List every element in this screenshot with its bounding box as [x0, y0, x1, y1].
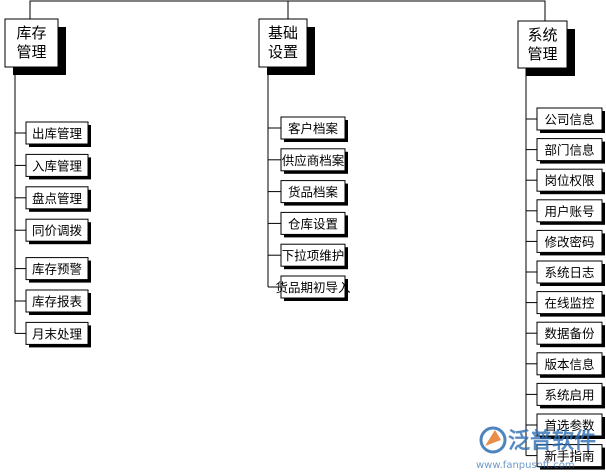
item-frame: [536, 321, 603, 345]
item-box: 仓库设置: [280, 211, 348, 238]
connector-lines: [29, 0, 546, 21]
item-label: 部门信息: [544, 143, 594, 158]
item-label: 系统启用: [544, 387, 594, 402]
item-label: 货品期初导入: [275, 280, 351, 295]
watermark-logo-icon: [479, 426, 507, 454]
item-frame: [536, 291, 603, 315]
item-label: 库存预警: [32, 262, 82, 277]
columns: 库存管理出库管理入库管理盘点管理同价调拨库存预警库存报表月末处理基础设置客户档案…: [4, 18, 605, 470]
item-frame: [536, 352, 603, 376]
item-box: 公司信息: [536, 107, 605, 133]
item-box: 月末处理: [25, 321, 91, 348]
item-frame: [25, 321, 89, 345]
item-box: 库存报表: [25, 289, 91, 315]
item-label: 版本信息: [544, 357, 594, 372]
watermark: 泛普软件 www.fanpusoft.com: [476, 426, 596, 471]
item-frame: [536, 260, 603, 284]
item-box: 客户档案: [280, 116, 348, 142]
item-frame: [280, 211, 346, 235]
item-frame: [280, 243, 346, 267]
item-frame: [536, 382, 603, 406]
item-frame: [536, 229, 603, 253]
item-box: 入库管理: [25, 153, 91, 180]
item-label: 在线监控: [544, 296, 595, 311]
item-box: 岗位权限: [536, 168, 605, 195]
top-connector: [29, 0, 289, 19]
item-label: 出库管理: [32, 126, 83, 141]
item-label: 公司信息: [544, 112, 594, 127]
watermark-brand: 泛普软件: [508, 428, 596, 454]
item-box: 供应商档案: [280, 148, 348, 174]
item-frame: [536, 168, 603, 192]
item-box: 系统日志: [536, 260, 605, 286]
header-box: [258, 18, 308, 68]
item-label: 数据备份: [544, 326, 595, 341]
item-label: 首选参数: [544, 418, 595, 433]
item-box: 同价调拨: [25, 218, 91, 245]
item-box: 出库管理: [25, 121, 91, 147]
header-title-line: 管理: [527, 45, 557, 63]
item-frame: [280, 116, 346, 140]
item-frame: [536, 413, 603, 437]
item-box: 修改密码: [536, 229, 605, 256]
item-frame: [536, 107, 603, 131]
item-frame: [25, 153, 89, 177]
item-box: 用户账号: [536, 199, 605, 225]
item-label: 客户档案: [288, 121, 339, 136]
item-box: 数据备份: [536, 321, 605, 348]
item-box: 货品期初导入: [275, 275, 351, 301]
item-label: 盘点管理: [32, 191, 83, 206]
item-frame: [25, 186, 89, 210]
item-box: 盘点管理: [25, 186, 91, 212]
header-title-line: 管理: [16, 43, 46, 61]
item-frame: [25, 289, 89, 313]
item-label: 货品档案: [288, 185, 339, 200]
header-box: [517, 20, 568, 69]
item-frame: [25, 257, 89, 281]
column-3: 系统管理公司信息部门信息岗位权限用户账号修改密码系统日志在线监控数据备份版本信息…: [517, 20, 605, 470]
header-box: [4, 18, 59, 68]
item-frame: [25, 121, 89, 145]
item-label: 新手指南: [544, 449, 594, 464]
item-box: 首选参数: [536, 413, 605, 439]
top-connector-right: [288, 0, 546, 21]
item-box: 系统启用: [536, 382, 605, 409]
item-box: 货品档案: [280, 180, 348, 206]
item-box: 在线监控: [536, 291, 605, 317]
header-title-line: 库存: [16, 24, 46, 42]
item-label: 系统日志: [544, 265, 594, 280]
item-frame: [536, 138, 603, 162]
item-frame: [280, 148, 346, 172]
item-label: 下拉项维护: [282, 248, 345, 263]
item-label: 修改密码: [544, 234, 594, 249]
item-label: 同价调拨: [32, 223, 83, 238]
item-label: 供应商档案: [282, 153, 345, 168]
watermark-url: www.fanpusoft.com: [476, 460, 575, 471]
item-frame: [280, 180, 346, 204]
header-title-line: 系统: [527, 26, 557, 44]
item-label: 月末处理: [32, 326, 83, 341]
item-frame: [280, 275, 346, 299]
item-frame: [25, 218, 89, 242]
header-title-line: 基础: [268, 24, 298, 42]
header-title-line: 设置: [268, 43, 298, 61]
item-label: 岗位权限: [544, 173, 595, 188]
item-frame: [536, 444, 603, 468]
item-box: 版本信息: [536, 352, 605, 378]
item-box: 库存预警: [25, 257, 91, 283]
item-label: 库存报表: [32, 294, 83, 309]
item-label: 用户账号: [544, 204, 594, 219]
item-box: 下拉项维护: [280, 243, 348, 270]
item-label: 仓库设置: [288, 216, 338, 231]
item-label: 入库管理: [32, 158, 83, 173]
item-frame: [536, 199, 603, 223]
item-box: 部门信息: [536, 138, 605, 164]
item-box: 新手指南: [536, 444, 605, 470]
